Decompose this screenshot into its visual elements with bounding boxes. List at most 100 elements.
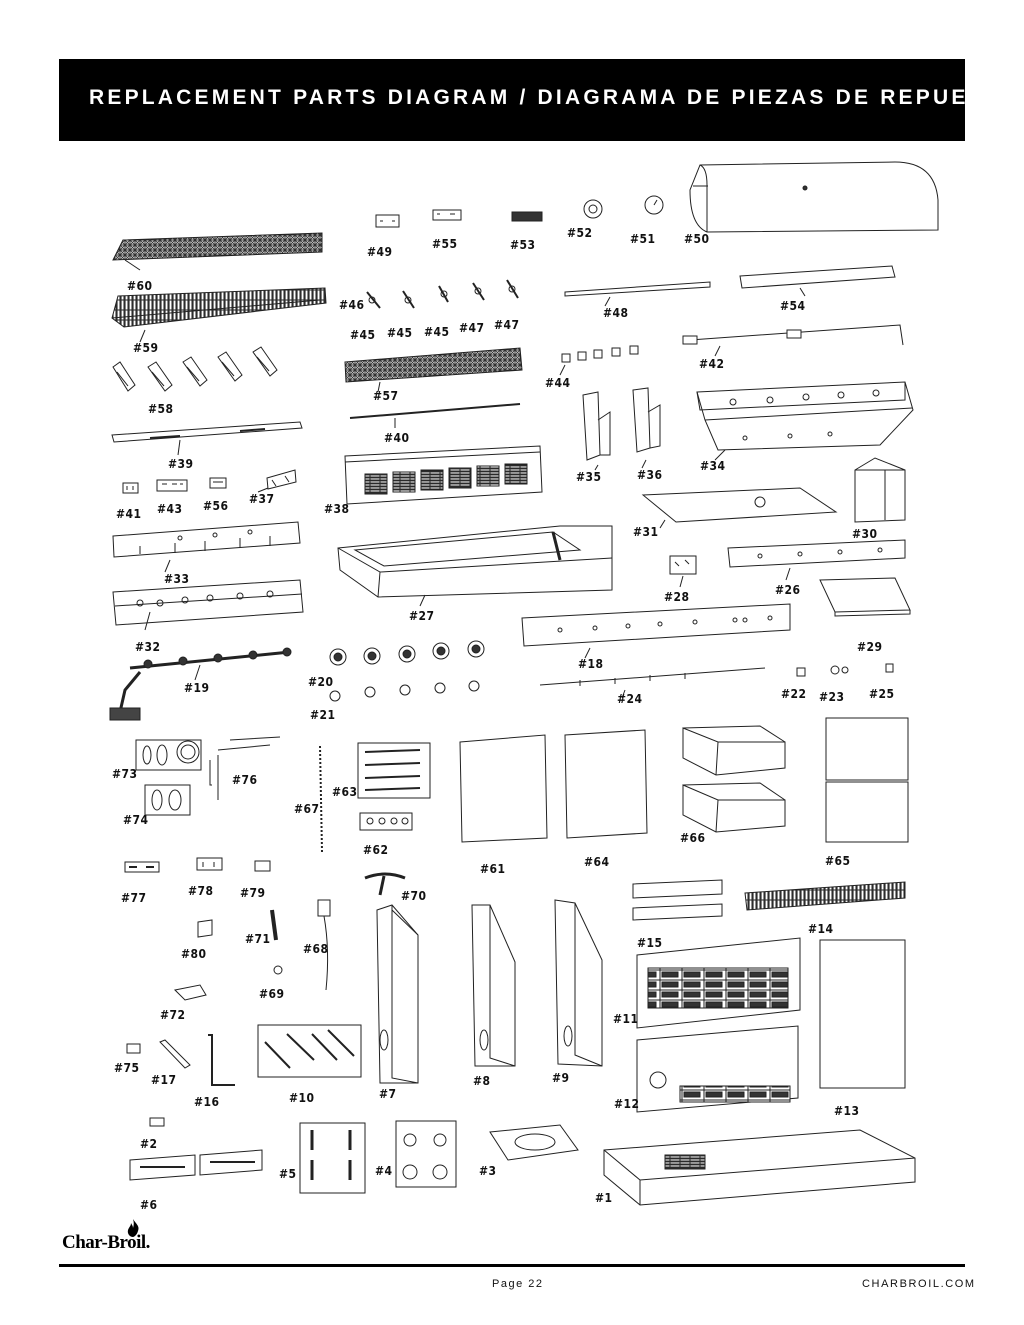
label-75: #75 [114,1061,140,1075]
label-46: #46 [339,298,365,312]
panel-12 [636,1025,799,1113]
label-1: #1 [595,1191,613,1205]
chain-67 [319,745,323,853]
bracket-49 [375,214,400,228]
label-63: #63 [332,785,358,799]
bracket-6 [129,1149,263,1181]
label-73: #73 [112,767,138,781]
label-8: #8 [473,1074,491,1088]
bracket-77 [124,861,160,873]
label-14: #14 [808,922,834,936]
label-24: #24 [617,692,643,706]
label-18: #18 [578,657,604,671]
label-6: #6 [140,1198,158,1212]
label-5: #5 [279,1167,297,1181]
label-3: #3 [479,1164,497,1178]
front-panel-38 [344,445,543,505]
label-37: #37 [249,492,275,506]
website-link[interactable]: CHARBROIL.COM [862,1278,976,1290]
emitter-plate [344,347,523,383]
label-42: #42 [699,357,725,371]
side-panel-9 [554,899,603,1067]
label-23: #23 [819,690,845,704]
part-72 [173,984,207,1001]
label-69: #69 [259,987,285,1001]
label-21: #21 [310,708,336,722]
label-57: #57 [373,389,399,403]
label-71: #71 [245,932,271,946]
label-4: #4 [375,1164,393,1178]
door-61 [459,734,548,843]
page-number: Page 22 [492,1278,544,1290]
bracket-17 [159,1039,191,1069]
page-title: REPLACEMENT PARTS DIAGRAM / DIAGRAMA DE … [89,86,1021,109]
part-80 [197,919,213,938]
door-64 [564,729,648,839]
bracket-79 [254,860,271,872]
label-39: #39 [168,457,194,471]
crossover-48 [564,281,711,297]
bracket-78 [196,857,223,871]
trim-15 [632,879,723,921]
label-28: #28 [664,590,690,604]
label-50: #50 [684,232,710,246]
label-11: #11 [613,1012,639,1026]
label-51: #51 [630,232,656,246]
label-2: #2 [140,1137,158,1151]
side-panel-7 [376,904,419,1084]
rings-73 [135,739,202,771]
label-29: #29 [857,640,883,654]
label-20: #20 [308,675,334,689]
side-bracket-35 [582,391,611,471]
part-22 [796,667,806,677]
drawers-66 [682,725,786,833]
label-44: #44 [545,376,571,390]
label-45a: #45 [350,328,376,342]
label-12: #12 [614,1097,640,1111]
label-49: #49 [367,245,393,259]
label-72: #72 [160,1008,186,1022]
label-79: #79 [240,886,266,900]
firebox [696,381,914,461]
label-53: #53 [510,238,536,252]
label-9: #9 [552,1071,570,1085]
label-66: #66 [680,831,706,845]
control-panel-18 [521,603,791,659]
part-71 [270,909,278,941]
label-76: #76 [232,773,258,787]
label-17: #17 [151,1073,177,1087]
part-2 [149,1117,165,1127]
label-22: #22 [781,687,807,701]
thermometer-51 [644,195,664,215]
part-25 [885,663,894,673]
label-36: #36 [637,468,663,482]
doors-65 [825,717,909,843]
door-13 [819,939,906,1089]
lid-handle [739,265,896,297]
label-67: #67 [294,802,320,816]
frame-27 [337,525,613,607]
panel-32 [112,579,304,631]
side-panel-8 [471,904,516,1067]
gas-manifold [109,647,292,721]
panel-26 [727,539,906,581]
bracket-28 [669,555,697,575]
label-31: #31 [633,525,659,539]
label-7: #7 [379,1087,397,1101]
drip-tray-31 [641,487,838,523]
label-59: #59 [133,341,159,355]
heat-gauge-52 [583,199,603,219]
label-32: #32 [135,640,161,654]
box-30 [854,457,906,523]
label-65: #65 [825,854,851,868]
bracket-37 [257,469,297,493]
label-26: #26 [775,583,801,597]
label-52: #52 [567,226,593,240]
grill-lid [689,161,939,233]
rods-76 [209,736,281,800]
label-43: #43 [157,502,183,516]
label-34: #34 [700,459,726,473]
label-25: #25 [869,687,895,701]
label-64: #64 [584,855,610,869]
rails-10 [257,1024,362,1078]
